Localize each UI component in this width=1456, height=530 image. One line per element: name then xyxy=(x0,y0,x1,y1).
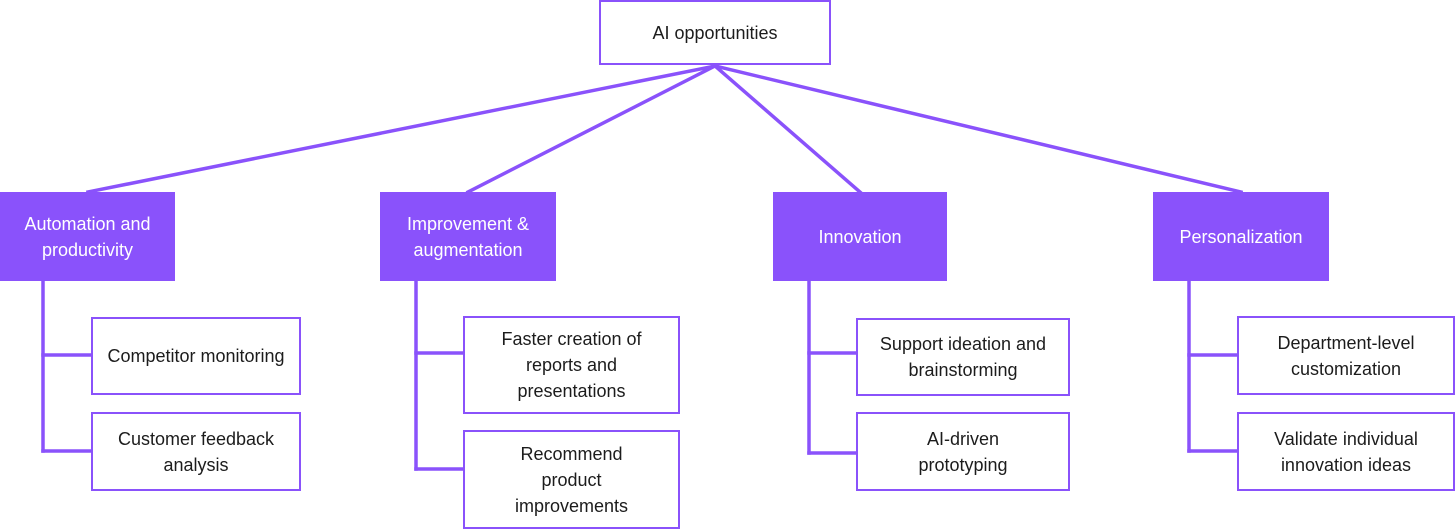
root-to-category-connector xyxy=(712,63,1244,195)
root-node: AI opportunities xyxy=(599,0,831,65)
leaf-node: Department-level customization xyxy=(1237,316,1455,395)
leaf-node: Competitor monitoring xyxy=(91,317,301,395)
root-to-category-connector xyxy=(465,63,718,195)
leaf-node: Validate individual innovation ideas xyxy=(1237,412,1455,491)
category-node-innovation: Innovation xyxy=(773,192,947,281)
leaf-label: Competitor monitoring xyxy=(107,346,285,366)
leaf-node: Recommend product improvements xyxy=(463,430,680,529)
category-label: Improvement & augmentation xyxy=(406,213,530,260)
leaf-node: AI-driven prototyping xyxy=(856,412,1070,491)
leaf-label: Department-level customization xyxy=(1277,332,1415,379)
leaf-label: AI-driven prototyping xyxy=(918,428,1008,475)
leaf-node: Faster creation of reports and presentat… xyxy=(463,316,680,414)
leaf-label: Recommend product improvements xyxy=(514,443,629,516)
category-label: Personalization xyxy=(1179,226,1303,247)
category-node-automation: Automation and productivity xyxy=(0,192,175,281)
root-to-category-connector xyxy=(712,63,863,195)
leaf-label: Customer feedback analysis xyxy=(117,428,275,475)
leaf-node: Support ideation and brainstorming xyxy=(856,318,1070,396)
leaf-node: Customer feedback analysis xyxy=(91,412,301,491)
root-to-category-connector xyxy=(85,63,718,195)
leaf-label: Support ideation and brainstorming xyxy=(879,334,1047,380)
leaf-label: Validate individual innovation ideas xyxy=(1274,428,1418,475)
category-label: Automation and productivity xyxy=(24,213,151,260)
leaf-label: Faster creation of reports and presentat… xyxy=(501,329,642,401)
category-label: Innovation xyxy=(818,226,902,247)
root-label: AI opportunities xyxy=(652,22,778,43)
category-node-personalization: Personalization xyxy=(1153,192,1329,281)
category-node-improvement: Improvement & augmentation xyxy=(380,192,556,281)
